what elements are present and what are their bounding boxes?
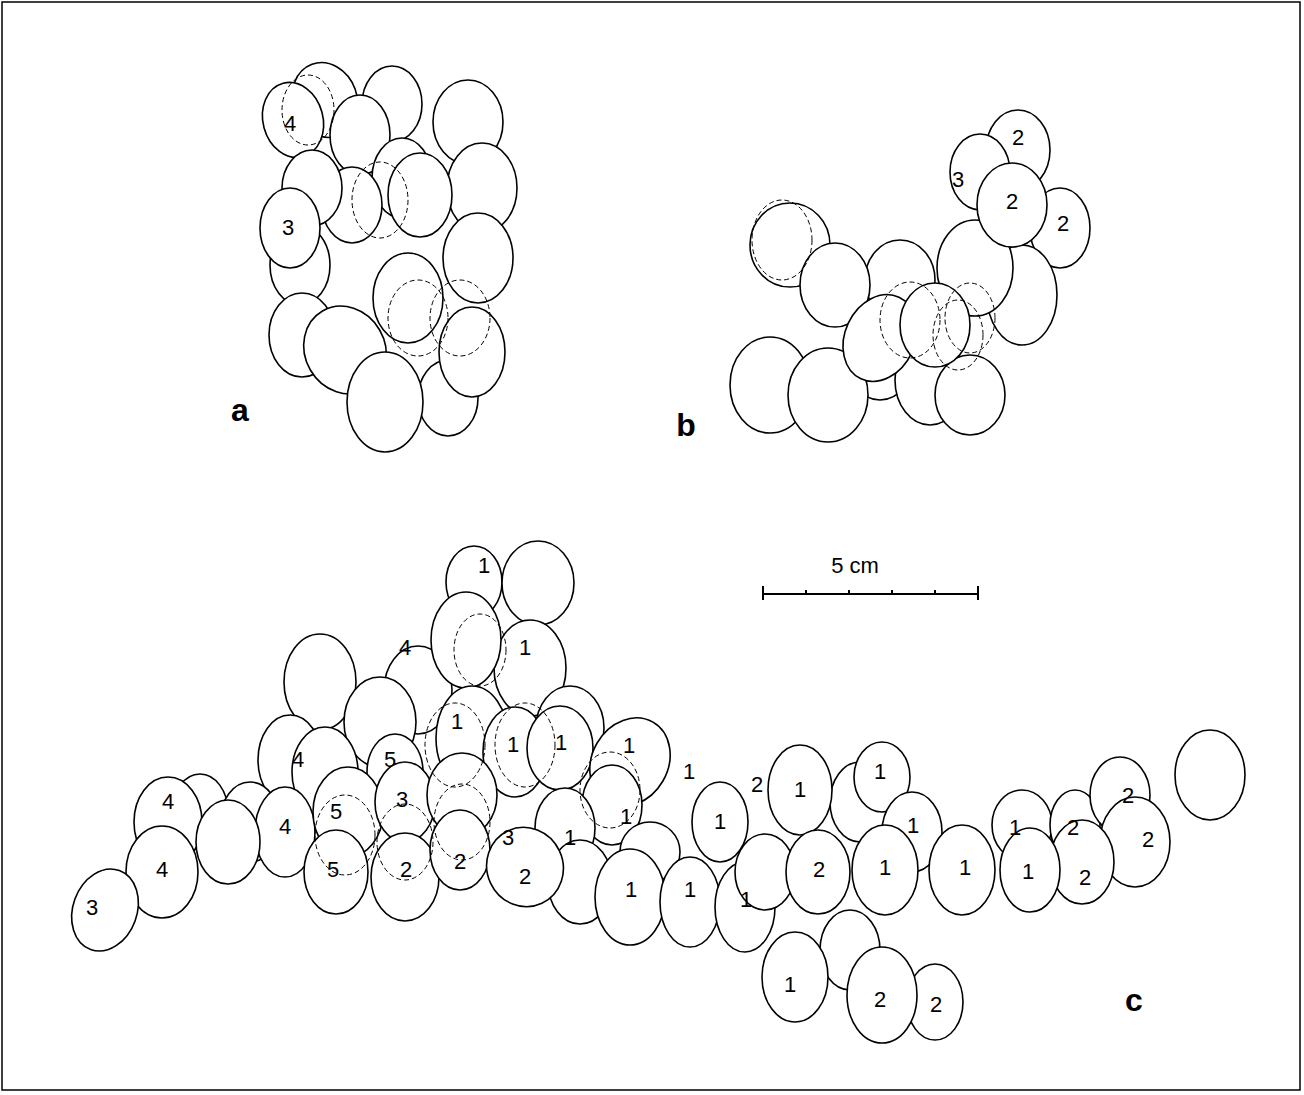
callout-number: 1 [906, 815, 920, 837]
cluster-b [730, 110, 1090, 442]
callout-number: 2 [1141, 829, 1155, 851]
callout-number: 1 [793, 779, 807, 801]
callout-number: 4 [398, 637, 412, 659]
panel-letter: c [1124, 984, 1144, 1016]
callout-number: 1 [739, 889, 753, 911]
callout-number: 2 [1056, 213, 1070, 235]
callout-number: 1 [477, 555, 491, 577]
callout-number: 5 [329, 801, 343, 823]
callout-number: 4 [291, 749, 305, 771]
callout-number: 1 [878, 857, 892, 879]
callout-number: 3 [395, 789, 409, 811]
callout-number: 1 [506, 734, 520, 756]
callout-number: 2 [399, 859, 413, 881]
callout-number: 1 [713, 811, 727, 833]
callout-number: 1 [622, 735, 636, 757]
panel-letter: a [230, 394, 250, 426]
callout-number: 3 [85, 897, 99, 919]
callout-number: 1 [1008, 817, 1022, 839]
callout-number: 1 [619, 806, 633, 828]
callout-number: 2 [1005, 191, 1019, 213]
callout-number: 4 [283, 113, 297, 135]
callout-number: 1 [518, 637, 532, 659]
callout-number: 2 [812, 859, 826, 881]
callout-number: 4 [155, 859, 169, 881]
callout-number: 2 [750, 774, 764, 796]
callout-number: 4 [161, 791, 175, 813]
callout-number: 2 [929, 994, 943, 1016]
cluster-a [254, 53, 517, 452]
callout-number: 1 [682, 761, 696, 783]
callout-number: 1 [1021, 861, 1035, 883]
callout-number: 2 [1121, 785, 1135, 807]
callout-number: 1 [624, 879, 638, 901]
callout-number: 2 [1066, 817, 1080, 839]
callout-number: 1 [958, 857, 972, 879]
callout-number: 2 [518, 866, 532, 888]
callout-number: 4 [278, 816, 292, 838]
callout-number: 2 [1078, 867, 1092, 889]
callout-number: 2 [1011, 127, 1025, 149]
callout-number: 5 [326, 859, 340, 881]
scale-bar [763, 586, 978, 600]
callout-number: 3 [501, 827, 515, 849]
panel-letter: b [675, 409, 697, 441]
callout-number: 1 [873, 761, 887, 783]
callout-number: 1 [783, 974, 797, 996]
callout-number: 3 [281, 217, 295, 239]
callout-number: 1 [683, 879, 697, 901]
scale-label: 5 cm [830, 555, 880, 577]
callout-number: 1 [450, 711, 464, 733]
cluster-c [61, 541, 1245, 1043]
callout-number: 1 [554, 732, 568, 754]
callout-number: 3 [951, 169, 965, 191]
callout-number: 2 [873, 989, 887, 1011]
callout-number: 2 [453, 851, 467, 873]
callout-number: 1 [563, 827, 577, 849]
callout-number: 5 [383, 749, 397, 771]
